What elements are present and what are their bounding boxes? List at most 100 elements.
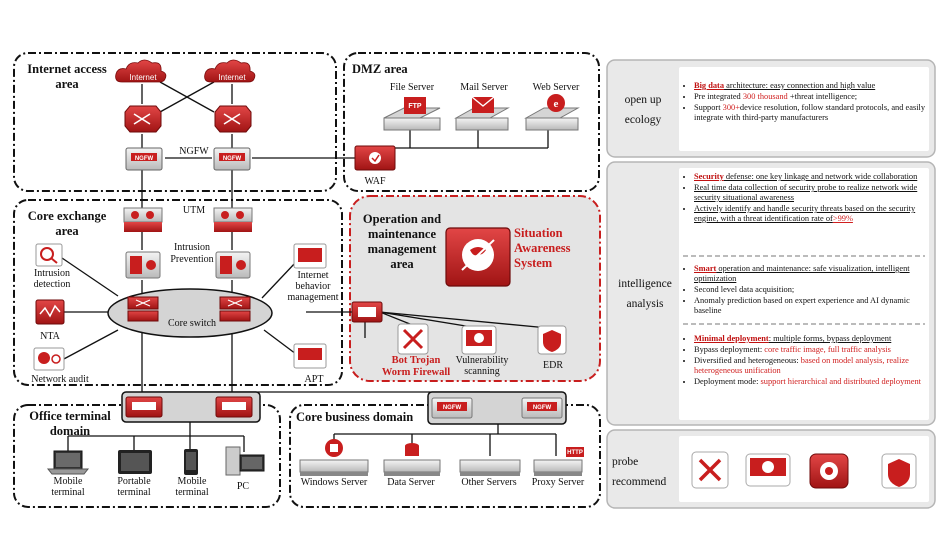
network-audit-label: Network audit [31, 374, 89, 385]
waf-label: WAF [364, 176, 386, 187]
windows-server-label: Windows Server [300, 477, 368, 488]
zone-internet-access [13, 52, 337, 192]
probe-device-icon [809, 453, 849, 489]
deployment-bullet: Deployment mode: support hierarchical an… [694, 377, 926, 387]
tablet-icon [118, 450, 152, 474]
zone-title-ops: Operation and maintenance management are… [362, 212, 442, 271]
internet-links [141, 81, 355, 392]
file-server-icon [383, 97, 441, 131]
ngfw-icon [213, 147, 251, 171]
core-switch-label: Core switch [167, 318, 217, 329]
security-bullet: Actively identify and handle security th… [694, 204, 926, 224]
deployment-bullet: Bypass deployment: core traffic image, f… [694, 345, 926, 355]
ftp-badge: FTP [408, 103, 422, 110]
web-server-label: Web Server [532, 82, 580, 93]
mail-server-label: Mail Server [460, 82, 508, 93]
core-switch-icon [219, 296, 251, 322]
file-server-label: File Server [389, 82, 435, 93]
office-ngfw-icon [215, 396, 253, 418]
intrusion-detection-label: Intrusion detection [33, 268, 71, 290]
internet-behavior-label: Internet behavior management [287, 270, 339, 303]
svg-text:e: e [554, 98, 559, 110]
cloud-label: Internet [218, 73, 246, 82]
zone-title-core-business: Core business domain [296, 410, 414, 424]
bot-trojan-label: Bot Trojan Worm Firewall [381, 355, 451, 378]
ngfw-badge: NGFW [134, 156, 154, 162]
cloud-icon [115, 59, 167, 83]
proxy-server-label: Proxy Server [531, 477, 585, 488]
ips-icon [125, 251, 161, 279]
smart-bullet: Smart operation and maintenance: safe vi… [694, 264, 926, 284]
ngfw-label: NGFW [179, 146, 209, 157]
other-servers-icon [459, 459, 521, 476]
vulnerability-scanning-label: Vulnerability scanning [455, 355, 509, 377]
office-ngfw-icon [125, 396, 163, 418]
business-ngfw-icon [521, 397, 563, 419]
utm-icon [123, 207, 163, 232]
edr-label: EDR [543, 360, 563, 371]
zone-title-office: Office terminal domain [29, 409, 111, 438]
security-bullets: Security defense: one key linkage and ne… [684, 172, 926, 225]
open-up-bullet: Big data architecture: easy connection a… [694, 81, 926, 91]
security-bullet: Security defense: one key linkage and ne… [694, 172, 926, 182]
web-server-icon: e [524, 94, 580, 131]
mobile-terminal-label: Mobile terminal [175, 476, 209, 498]
security-bullet: Real time data collection of security pr… [694, 183, 926, 203]
zone-title-core-exchange: Core exchange area [27, 209, 107, 238]
probe-scanning-icon [745, 453, 791, 487]
panel-title-intelligence: intelligence analysis [618, 278, 672, 310]
mobile-phone-icon [184, 449, 198, 475]
deployment-bullet: Minimal deployment: multiple forms, bypa… [694, 334, 926, 344]
probe-bot-trojan-icon [691, 451, 729, 489]
business-ngfw-icon [431, 397, 473, 419]
smart-bullet: Anomaly prediction based on expert exper… [694, 296, 926, 316]
smart-bullets: Smart operation and maintenance: safe vi… [684, 264, 926, 317]
core-switch-icon [127, 296, 159, 322]
internet-behavior-icon [293, 243, 327, 269]
other-servers-label: Other Servers [461, 477, 517, 488]
utm-label: UTM [182, 205, 206, 216]
mail-server-icon [454, 96, 510, 131]
panel-title-probe: probe recommend [612, 456, 667, 488]
nta-icon [35, 299, 65, 325]
dmz-links [378, 130, 549, 149]
http-badge: HTTP [567, 450, 583, 456]
panel-title-open-up: open up ecology [624, 94, 662, 126]
mobile-terminal-label: Mobile terminal [51, 476, 85, 498]
apt-icon [293, 343, 327, 369]
windows-server-icon [299, 439, 369, 476]
open-up-bullet: Pre integrated 300 thousand +threat inte… [694, 92, 926, 102]
intrusion-prevention-label: Intrusion Prevention [170, 242, 214, 265]
vulnerability-scanning-icon [461, 325, 497, 355]
ops-gateway-icon [351, 301, 383, 323]
smart-bullet: Second level data acquisition; [694, 285, 926, 295]
router-icon [124, 105, 162, 133]
edr-icon [537, 325, 567, 355]
cloud-icon [204, 59, 256, 83]
waf-icon [354, 145, 396, 171]
ngfw-badge: NGFW [442, 405, 462, 411]
ngfw-icon [125, 147, 163, 171]
laptop-icon [46, 450, 90, 475]
pc-icon [225, 446, 265, 476]
probe-edr-icon [881, 453, 917, 489]
apt-label: APT [304, 374, 324, 385]
intrusion-detection-icon [35, 243, 63, 267]
open-up-bullet: Support 300+device resolution, follow st… [694, 103, 926, 123]
zone-title-internet-access: Internet access area [27, 62, 107, 91]
pc-label: PC [236, 481, 250, 492]
portable-terminal-label: Portable terminal [117, 476, 151, 498]
ngfw-badge: NGFW [532, 405, 552, 411]
situation-awareness-icon [445, 227, 511, 287]
proxy-server-icon [533, 447, 584, 476]
zone-dmz [343, 52, 600, 192]
open-up-bullets: Big data architecture: easy connection a… [684, 81, 926, 124]
situation-awareness-label: Situation Awareness System [514, 226, 571, 270]
zone-core-exchange [13, 199, 343, 386]
ngfw-badge: NGFW [222, 156, 242, 162]
zone-title-dmz: DMZ area [352, 62, 408, 76]
data-server-icon [383, 443, 441, 476]
bot-trojan-firewall-icon [397, 323, 429, 355]
